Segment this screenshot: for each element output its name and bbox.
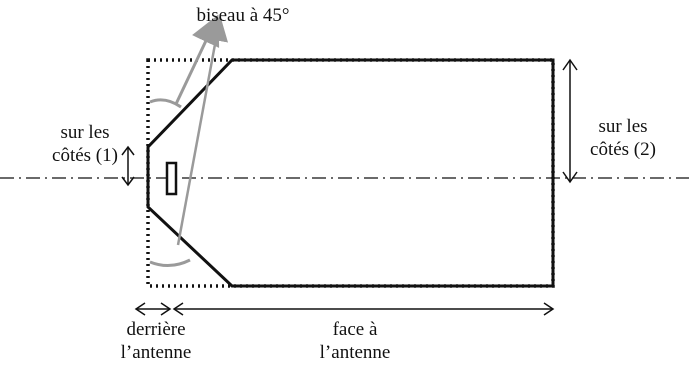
sides-2-label-line1: sur les bbox=[598, 116, 648, 137]
bottom-angle-arc bbox=[149, 258, 191, 267]
front-antenna-label: face à l’antenne bbox=[295, 318, 415, 364]
sides-2-label-line2: côtés (2) bbox=[590, 139, 656, 160]
front-label-line2: l’antenne bbox=[319, 342, 391, 363]
dotted-full-rectangle bbox=[146, 58, 555, 288]
sides-1-label-line2: côtés (1) bbox=[52, 145, 118, 166]
sides-2-label: sur les côtés (2) bbox=[568, 115, 678, 161]
sides-1-label: sur les côtés (1) bbox=[30, 121, 140, 167]
antenna-element bbox=[165, 161, 178, 196]
behind-label-line1: derrière bbox=[126, 319, 186, 340]
beveled-plane-outline bbox=[146, 58, 555, 288]
bevel-label: biseau à 45° bbox=[196, 5, 290, 26]
bevel-pointer-arrow-bottom bbox=[176, 15, 229, 246]
behind-label-line2: l’antenne bbox=[120, 342, 192, 363]
behind-antenna-label: derrière l’antenne bbox=[96, 318, 216, 364]
front-label-line1: face à bbox=[332, 319, 378, 340]
top-angle-arc bbox=[149, 98, 182, 109]
sides-1-label-line1: sur les bbox=[60, 122, 110, 143]
